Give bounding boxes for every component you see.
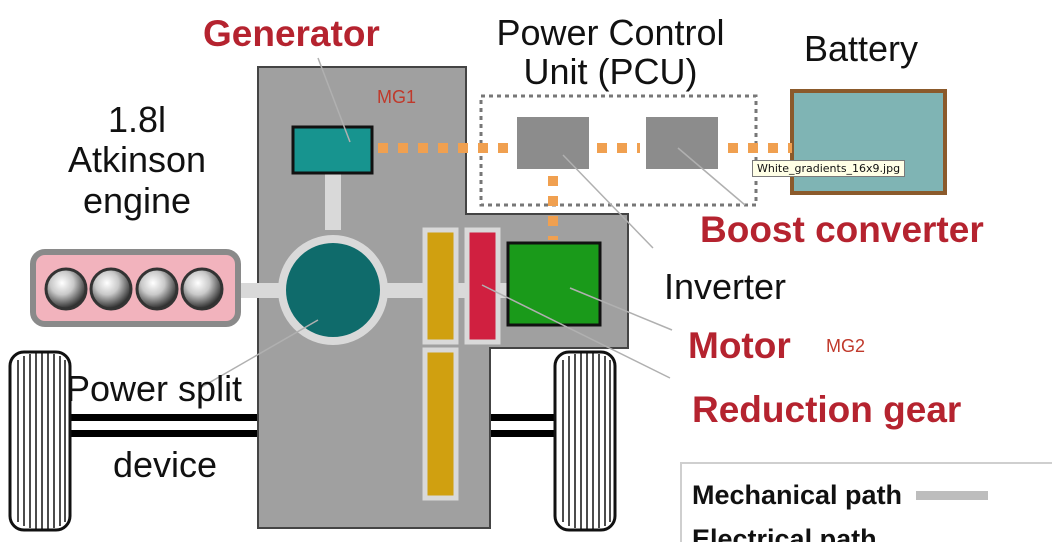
- pcu-label: Power Control Unit (PCU): [478, 12, 743, 92]
- pcu-label-line1: Power Control: [496, 12, 725, 53]
- legend-mechanical-label: Mechanical path: [692, 480, 903, 510]
- engine-cylinder: [180, 267, 224, 311]
- left-wheel: [8, 350, 72, 532]
- pcu-label-line2: Unit (PCU): [523, 50, 698, 92]
- engine-cylinder: [89, 267, 133, 311]
- legend-mechanical-swatch: [916, 491, 989, 500]
- mg1-label: MG1: [377, 87, 417, 107]
- legend-box: Mechanical path Electrical path: [680, 462, 1052, 542]
- mg2-label: MG2: [826, 336, 866, 356]
- reduction-gear-label: Reduction gear: [692, 389, 962, 430]
- engine-label-line2: Atkinson: [67, 139, 207, 181]
- engine-block: [30, 249, 241, 327]
- inverter-block: [517, 117, 589, 169]
- engine-label-line3: engine: [82, 179, 192, 221]
- power-split-device: [278, 235, 388, 345]
- battery-label: Battery: [804, 28, 919, 69]
- generator-mg1: [291, 125, 374, 175]
- legend-electrical-label: Electrical path: [692, 524, 877, 542]
- inverter-label: Inverter: [664, 266, 787, 307]
- motor-mg2: [506, 241, 602, 327]
- power-split-label: Power split: [66, 368, 243, 409]
- engine-cylinder: [44, 267, 88, 311]
- right-wheel: [553, 350, 617, 532]
- leader-lines: [199, 57, 746, 389]
- boost-converter-block: [646, 117, 718, 169]
- engine-label-line1: 1.8l: [107, 99, 167, 140]
- legend-mechanical: Mechanical path: [692, 480, 989, 511]
- boost-converter-label: Boost converter: [700, 209, 984, 250]
- device-label: device: [113, 444, 218, 485]
- filename-tooltip: White_gradients_16x9.jpg: [752, 160, 906, 177]
- engine-label: 1.8l Atkinson engine: [52, 99, 222, 221]
- engine-cylinder: [135, 267, 179, 311]
- motor-label: Motor: [688, 325, 791, 366]
- battery-block: [790, 89, 947, 195]
- generator-label: Generator: [203, 13, 380, 54]
- electrical-paths: [378, 143, 792, 240]
- engine-cylinders: [44, 267, 224, 311]
- reduction-gears: [422, 227, 501, 501]
